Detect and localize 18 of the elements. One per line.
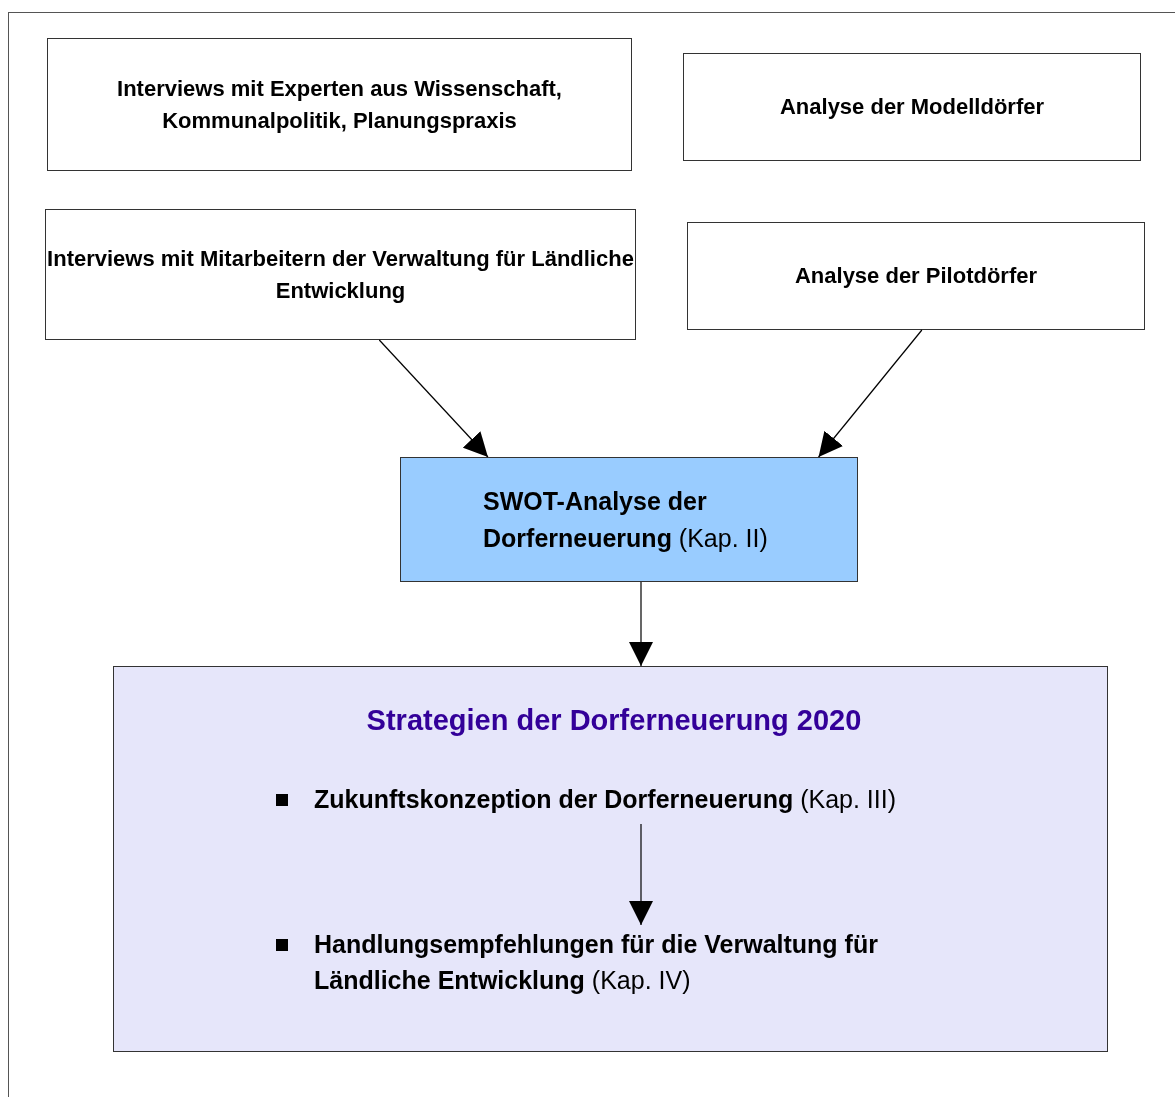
item-text: Handlungsempfehlungen für die Verwaltung für Ländliche Entwicklung (Kap. IV) [314, 929, 879, 997]
box-label: SWOT-Analyse der Dorferneuerung (Kap. II) [483, 486, 769, 554]
process-box [47, 38, 632, 171]
process-box [687, 222, 1145, 330]
group-panel [113, 666, 1108, 1052]
box-label: Interviews mit Experten aus Wissenschaft, Kommunalpolitik, Planungspraxis [116, 74, 563, 135]
item-text: Zukunftskonzeption der Dorferneuerung (Kap. III) [314, 784, 896, 815]
box-label: Analyse der Modelldörfer [779, 93, 1045, 122]
process-box [400, 457, 858, 582]
arrow [629, 581, 653, 667]
process-box [45, 209, 636, 340]
process-box [683, 53, 1141, 161]
arrow [378, 339, 489, 458]
box-label: Analyse der Pilotdörfer [794, 262, 1038, 291]
panel-title: Strategien der Dorferneuerung 2020 [365, 703, 863, 738]
arrow [817, 329, 923, 458]
box-label: Interviews mit Mitarbeitern der Verwaltung für Ländliche Entwicklung [46, 244, 635, 305]
arrow [629, 823, 653, 926]
